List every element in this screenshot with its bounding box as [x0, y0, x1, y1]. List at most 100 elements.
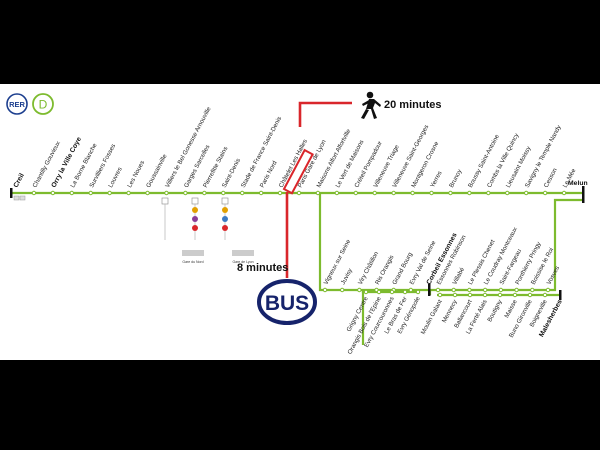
metro-connection-dot: [192, 207, 198, 213]
walk-connector: [298, 101, 352, 127]
station-dot: [389, 289, 395, 295]
station-label: Savigny le Temple Nandy: [524, 123, 563, 189]
station-dot: [372, 190, 377, 196]
station-dot: [410, 190, 415, 196]
station-dot: [339, 287, 345, 293]
station-dot: [527, 292, 533, 298]
station-dot: [164, 190, 169, 196]
connection-icon-creil: [19, 195, 26, 201]
station-label: Vosves: [546, 265, 562, 286]
connection-icon-gare-lyon: [221, 197, 229, 205]
line-d-badge: D: [32, 93, 54, 115]
station-dot: [363, 289, 369, 295]
connection-gare-de-lyon: Gare de Lyon: [232, 250, 254, 264]
station-dot: [126, 190, 131, 196]
station-label: Melun: [568, 180, 588, 187]
station-dot: [357, 287, 362, 293]
gare-du-nord-label: Gare du Nord: [182, 260, 203, 264]
connection-icon-gare-nord: [161, 197, 169, 205]
station-dot: [482, 287, 488, 293]
branch-corbeil-melun: [430, 198, 584, 292]
station-label: Villabé: [451, 266, 466, 286]
station-dot: [415, 289, 421, 295]
station-label: Les Noues: [126, 160, 146, 189]
station-dot: [497, 292, 503, 298]
station-label: Maisse: [503, 298, 519, 319]
station-dot: [50, 190, 56, 196]
station-label: Villeneuve Saint-Georges: [391, 124, 430, 189]
bus-logo: BUS: [257, 279, 317, 325]
connection-gare-du-nord: Gare du Nord: [182, 250, 204, 264]
station-dot: [240, 190, 245, 196]
terminal-corbeil-bar: [428, 284, 431, 296]
walking-person-icon: [361, 91, 381, 119]
station-dot: [429, 190, 434, 196]
station-dot: [402, 289, 408, 295]
station-label: Moulin Galant: [420, 298, 444, 335]
station-dot: [486, 190, 491, 196]
station-label: Boutigny: [486, 298, 504, 323]
metro-connection-dot: [192, 216, 198, 222]
metro-connection-dot: [222, 225, 228, 231]
station-label: Yerres: [429, 170, 443, 189]
station-dot: [437, 292, 443, 298]
station-dot: [524, 190, 529, 196]
station-label: Brunoy: [448, 168, 464, 189]
station-dot: [512, 292, 518, 298]
station-label: Juvisy: [340, 267, 355, 286]
station-dot: [315, 190, 321, 196]
station-dot: [435, 287, 441, 293]
station-label: Creil: [13, 172, 26, 189]
bus-time-label: 8 minutes: [237, 262, 288, 274]
metro-connection-dot: [222, 216, 228, 222]
station-dot: [88, 190, 93, 196]
rer-badge-text: RER: [9, 100, 25, 109]
station-label: Louvres: [107, 166, 124, 189]
station-dot: [451, 287, 456, 293]
station-dot: [467, 287, 472, 293]
station-dot: [145, 190, 150, 196]
station-dot: [69, 190, 75, 196]
station-dot: [107, 190, 112, 196]
station-dot: [221, 190, 226, 196]
station-dot: [545, 287, 551, 293]
station-dot: [448, 190, 453, 196]
connection-icon-creil: [13, 195, 20, 201]
station-dot: [376, 289, 382, 295]
station-label: Saint-Denis: [221, 157, 242, 189]
station-dot: [31, 190, 37, 196]
station-dot: [530, 287, 535, 293]
station-dot: [183, 190, 188, 196]
line-d-badge-text: D: [39, 98, 48, 112]
station-dot: [505, 190, 510, 196]
station-dot: [322, 287, 328, 293]
station-dot: [467, 190, 472, 196]
terminal-malesherbes-bar: [559, 290, 562, 300]
station-dot: [258, 190, 264, 196]
metro-connection-dot: [222, 207, 228, 213]
station-dot: [514, 287, 519, 293]
station-dot: [482, 292, 488, 298]
walk-time-label: 20 minutes: [384, 99, 441, 111]
gare-de-lyon-label: Gare de Lyon: [232, 260, 253, 264]
branch-evry-loop: [361, 290, 418, 294]
station-dot: [296, 190, 302, 196]
metro-connection-dot: [192, 225, 198, 231]
bus-logo-text: BUS: [265, 292, 309, 315]
station-label: Maisons Alfort Alfortville: [316, 127, 353, 188]
station-label: Stade de France Saint-Denis: [240, 115, 283, 188]
station-dot: [452, 292, 458, 298]
station-dot: [353, 190, 358, 196]
station-dot: [408, 287, 414, 293]
rer-badge: RER: [6, 93, 28, 115]
station-dot: [542, 190, 548, 196]
highlight-box-creteil: [282, 148, 314, 195]
station-dot: [542, 292, 548, 298]
station-dot: [277, 190, 283, 196]
station-dot: [498, 287, 504, 293]
station-dot: [561, 190, 567, 196]
station-dot: [334, 190, 340, 196]
connection-icon-chatelet: [191, 197, 199, 205]
